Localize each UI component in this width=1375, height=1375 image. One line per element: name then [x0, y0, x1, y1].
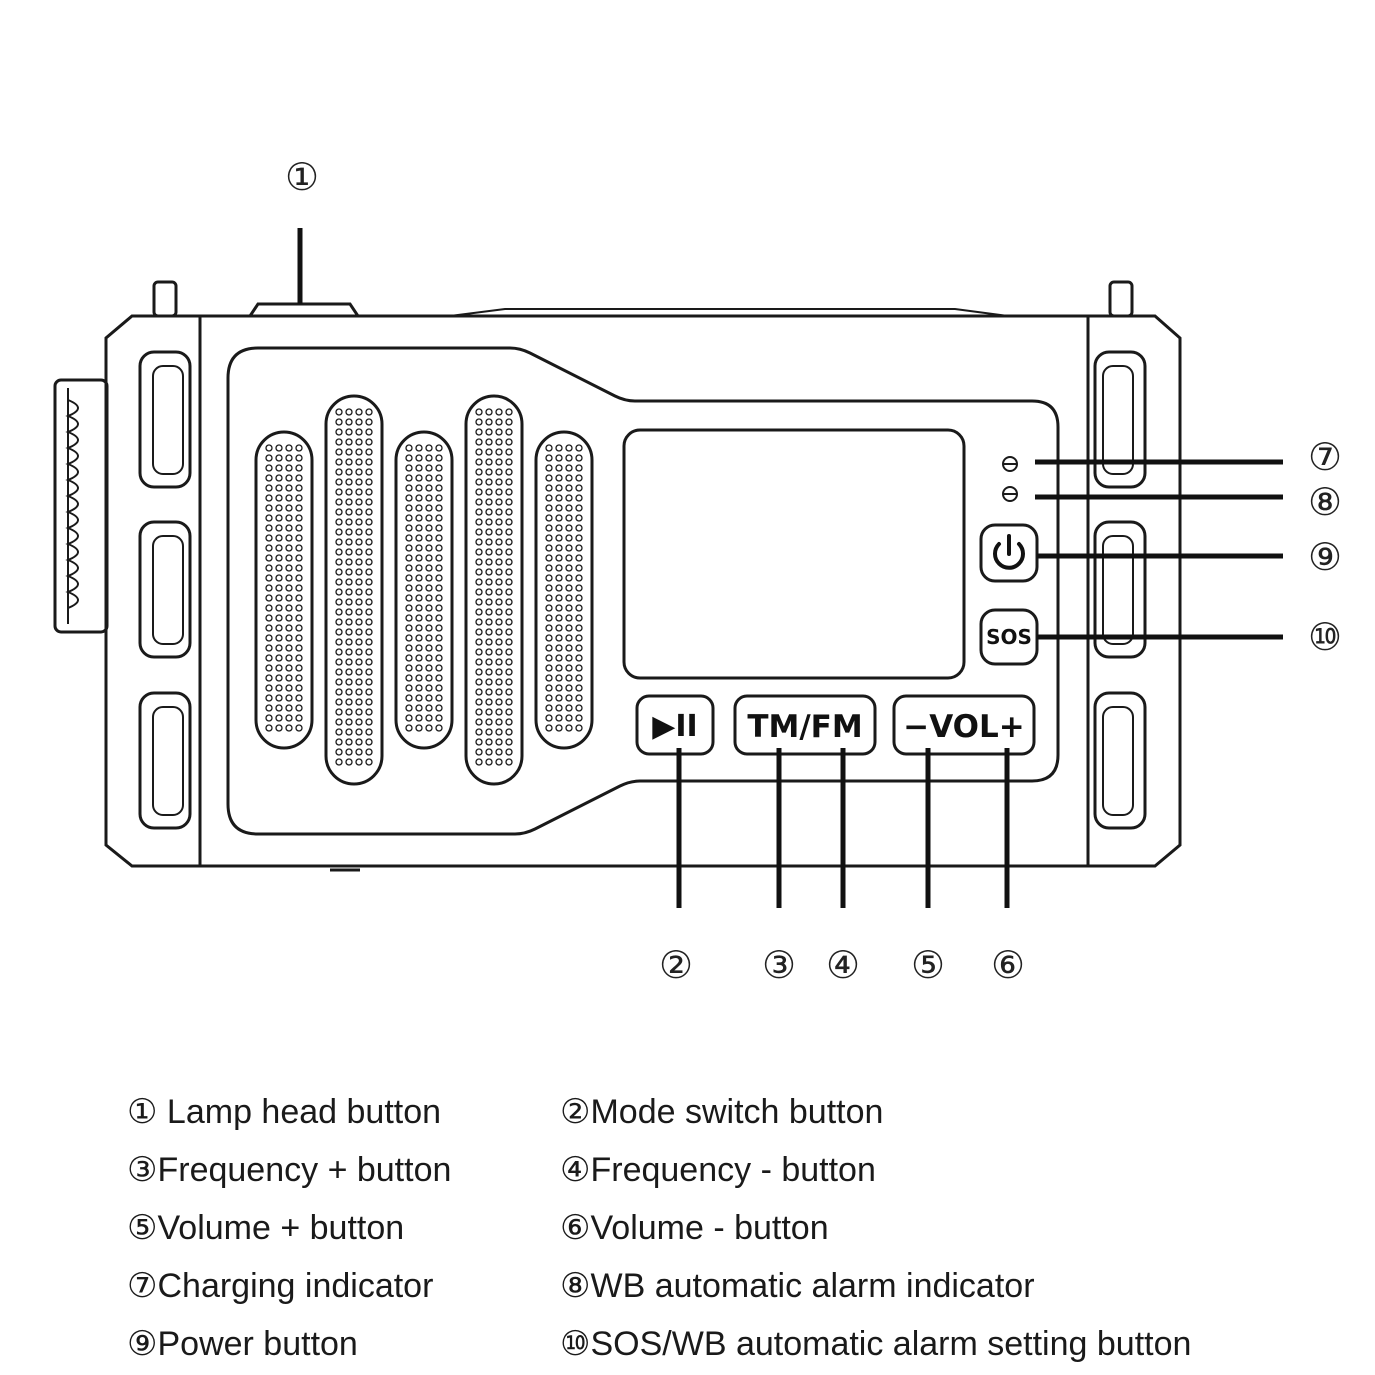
legend-item-vol-minus: ⑥Volume - button	[560, 1209, 829, 1247]
callout-8: ⑧	[1308, 480, 1342, 524]
volume-button[interactable]: −VOL+	[892, 694, 1036, 756]
callout-1: ①	[285, 155, 319, 199]
tm-fm-label: TM/FM	[747, 709, 862, 745]
power-button[interactable]	[979, 523, 1039, 583]
speaker-grille-icon	[254, 394, 594, 786]
callout-2: ②	[659, 943, 693, 987]
legend-item-mode: ②Mode switch button	[560, 1093, 884, 1131]
callout-numbers: ① ② ③ ④ ⑤ ⑥ ⑦ ⑧ ⑨ ⑩	[285, 155, 1342, 987]
callout-7: ⑦	[1308, 435, 1342, 479]
legend-item-lamp: ① Lamp head button	[127, 1093, 442, 1131]
front-panel	[226, 346, 1060, 836]
charging-indicator	[1002, 456, 1018, 472]
callout-4: ④	[826, 943, 860, 987]
legend-item-power: ⑨Power button	[127, 1325, 358, 1363]
lamp-head-ridge	[247, 302, 1009, 318]
callout-9: ⑨	[1308, 535, 1342, 579]
mode-switch-button[interactable]: ▶II	[635, 694, 715, 756]
callout-5: ⑤	[911, 943, 945, 987]
power-icon	[993, 534, 1025, 570]
wb-alarm-indicator	[1002, 486, 1018, 502]
radio-diagram: SOS ▶II TM/FM −VOL+ ① ② ③ ④ ⑤ ⑥	[53, 155, 1342, 987]
legend-item-wb-indicator: ⑧WB automatic alarm indicator	[560, 1267, 1035, 1305]
left-grip-slots	[138, 350, 192, 830]
right-grip-slots	[1093, 350, 1147, 830]
legend-item-sos: ⑩SOS/WB automatic alarm setting button	[560, 1325, 1192, 1363]
leader-lines	[297, 228, 1283, 908]
vol-label: −VOL+	[903, 709, 1025, 745]
legend-item-freq-plus: ③Frequency + button	[127, 1151, 452, 1189]
play-pause-label: ▶II	[652, 709, 697, 744]
legend-item-vol-plus: ⑤Volume + button	[127, 1209, 405, 1247]
sos-button-label: SOS	[986, 625, 1032, 649]
callout-3: ③	[762, 943, 796, 987]
callout-6: ⑥	[991, 943, 1025, 987]
sos-button[interactable]: SOS	[979, 608, 1039, 666]
frequency-button[interactable]: TM/FM	[733, 694, 877, 756]
legend-item-charging: ⑦Charging indicator	[127, 1267, 434, 1305]
callout-10: ⑩	[1308, 615, 1342, 659]
lcd-screen	[622, 428, 966, 680]
crank-knob[interactable]	[53, 378, 109, 634]
legend-item-freq-minus: ④Frequency - button	[560, 1151, 876, 1189]
